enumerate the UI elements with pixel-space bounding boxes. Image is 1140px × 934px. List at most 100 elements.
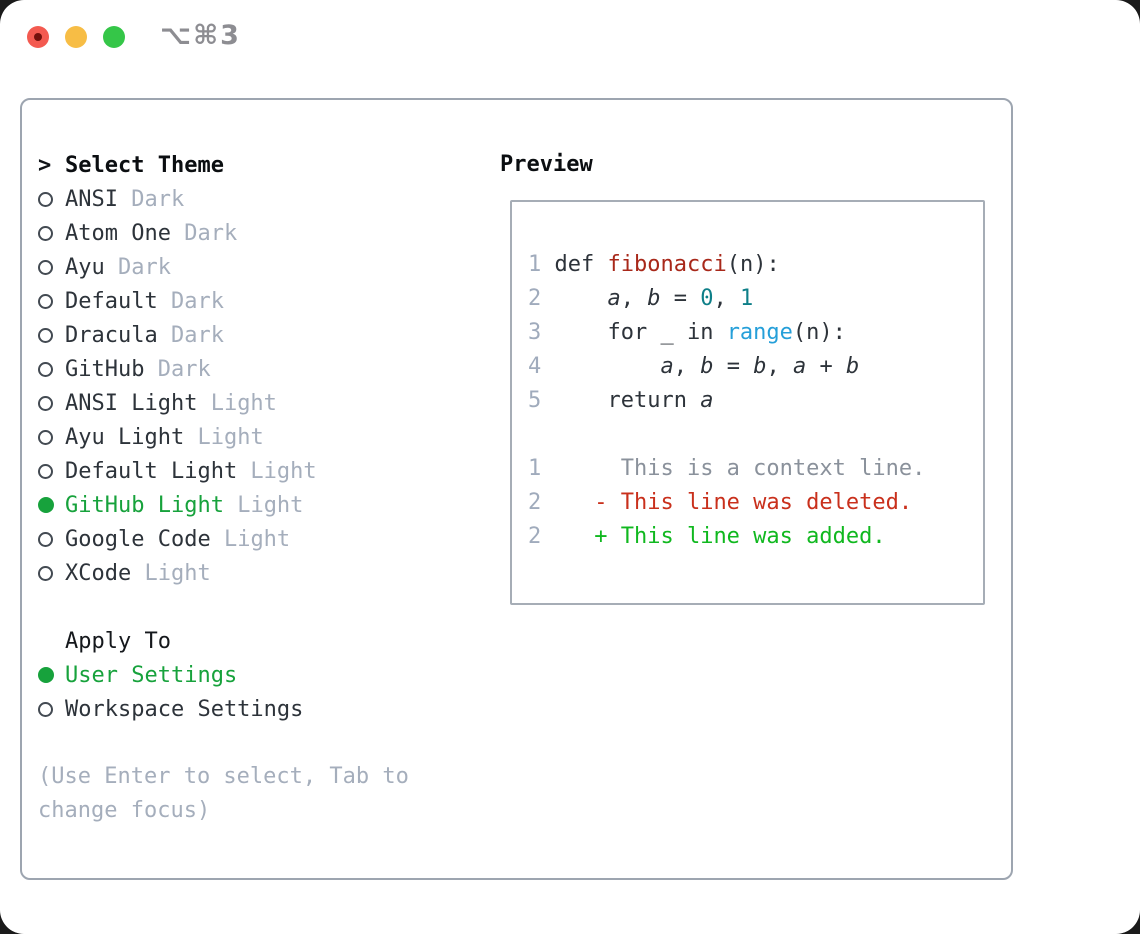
code-line: 1 This is a context line. (528, 452, 983, 486)
radio-icon (38, 225, 65, 241)
code-token: return (541, 388, 701, 413)
spacer (38, 590, 409, 624)
theme-option-label: Default (65, 288, 158, 314)
radio-icon (38, 565, 65, 581)
radio-icon (38, 327, 65, 343)
theme-variant-label: Light (197, 390, 277, 416)
theme-variant-label: Light (131, 560, 211, 586)
theme-variant-label: Dark (144, 356, 211, 382)
theme-option[interactable]: ANSI Dark (38, 182, 409, 216)
radio-selected-icon (38, 667, 65, 683)
code-line: 1 def fibonacci(n): (528, 248, 983, 282)
apply-option[interactable]: Workspace Settings (38, 692, 409, 726)
code-token: This is a context line. (541, 456, 926, 481)
line-number: 2 (528, 490, 542, 515)
theme-option[interactable]: Atom One Dark (38, 216, 409, 250)
theme-variant-label: Light (223, 492, 304, 518)
radio-icon (38, 259, 65, 275)
code-token (541, 286, 607, 311)
radio-circle (38, 327, 53, 343)
radio-circle (38, 565, 53, 581)
code-token: a (607, 286, 621, 311)
code-token: a (792, 354, 807, 379)
code-token: a (700, 388, 714, 413)
code-token: (n): (792, 320, 846, 345)
theme-option[interactable]: Ayu Light Light (38, 420, 409, 454)
radio-icon (38, 463, 65, 479)
radio-icon (38, 293, 65, 309)
help-text-line: (Use Enter to select, Tab to (38, 764, 409, 789)
theme-variant-label: Dark (117, 186, 185, 212)
code-token: - This line was deleted. (594, 490, 913, 515)
theme-option[interactable]: GitHub Dark (38, 352, 409, 386)
theme-option-label: ANSI (65, 186, 118, 212)
radio-icon (38, 395, 65, 411)
theme-variant-label: Light (237, 458, 317, 484)
theme-option-label: GitHub (65, 356, 145, 382)
radio-icon (38, 191, 65, 207)
line-number: 1 (528, 252, 542, 277)
theme-option-label: Dracula (65, 322, 158, 348)
apply-option-label: Workspace Settings (65, 696, 304, 722)
theme-option[interactable]: Google Code Light (38, 522, 409, 556)
preview-title: Preview (500, 152, 593, 177)
code-token: b (647, 286, 661, 311)
code-blank-line (528, 418, 983, 452)
theme-option[interactable]: XCode Light (38, 556, 409, 590)
code-token: b (753, 354, 767, 379)
code-token: range (726, 320, 793, 345)
apply-option[interactable]: User Settings (38, 658, 409, 692)
theme-option[interactable]: Ayu Dark (38, 250, 409, 284)
radio-icon (38, 701, 65, 717)
theme-option-label: XCode (65, 560, 132, 586)
minimize-button[interactable] (65, 26, 87, 48)
code-token: b (700, 354, 714, 379)
select-theme-label: Select Theme (65, 152, 224, 178)
theme-option-label: Ayu Light (65, 424, 185, 450)
code-line: 2 + This line was added. (528, 520, 983, 554)
code-line: 4 a, b = b, a + b (528, 350, 983, 384)
radio-dot (38, 497, 54, 513)
theme-option[interactable]: Default Dark (38, 284, 409, 318)
theme-option[interactable]: Dracula Dark (38, 318, 409, 352)
code-token: (n): (726, 252, 780, 277)
apply-to-label: Apply To (65, 628, 171, 654)
radio-circle (38, 225, 53, 241)
code-token (541, 524, 594, 549)
theme-variant-label: Dark (157, 288, 224, 314)
close-button[interactable] (27, 26, 49, 48)
code-token: = (660, 286, 701, 311)
theme-option[interactable]: Default Light Light (38, 454, 409, 488)
radio-icon (38, 361, 65, 377)
radio-icon (38, 429, 65, 445)
code-token (541, 490, 594, 515)
apply-to-header: Apply To (38, 624, 409, 658)
theme-option[interactable]: ANSI Light Light (38, 386, 409, 420)
spacer (38, 726, 409, 760)
theme-option-label: Ayu (65, 254, 105, 280)
code-token: 0 (700, 286, 714, 311)
theme-option-label: ANSI Light (65, 390, 198, 416)
line-number: 5 (528, 388, 542, 413)
code-token (541, 354, 660, 379)
radio-circle (38, 395, 53, 411)
code-line: 2 a, b = 0, 1 (528, 282, 983, 316)
radio-circle (38, 191, 53, 207)
radio-circle (38, 531, 53, 547)
code-token: , (713, 286, 740, 311)
code-token: b (845, 354, 860, 379)
radio-circle (38, 701, 53, 717)
radio-circle (38, 293, 53, 309)
radio-dot (38, 667, 54, 683)
code-token: def (541, 252, 608, 277)
code-token: 1 (739, 286, 754, 311)
radio-circle (38, 463, 53, 479)
theme-option[interactable]: GitHub Light Light (38, 488, 409, 522)
code-line: 3 for _ in range(n): (528, 316, 983, 350)
line-number: 1 (528, 456, 542, 481)
zoom-button[interactable] (103, 26, 125, 48)
